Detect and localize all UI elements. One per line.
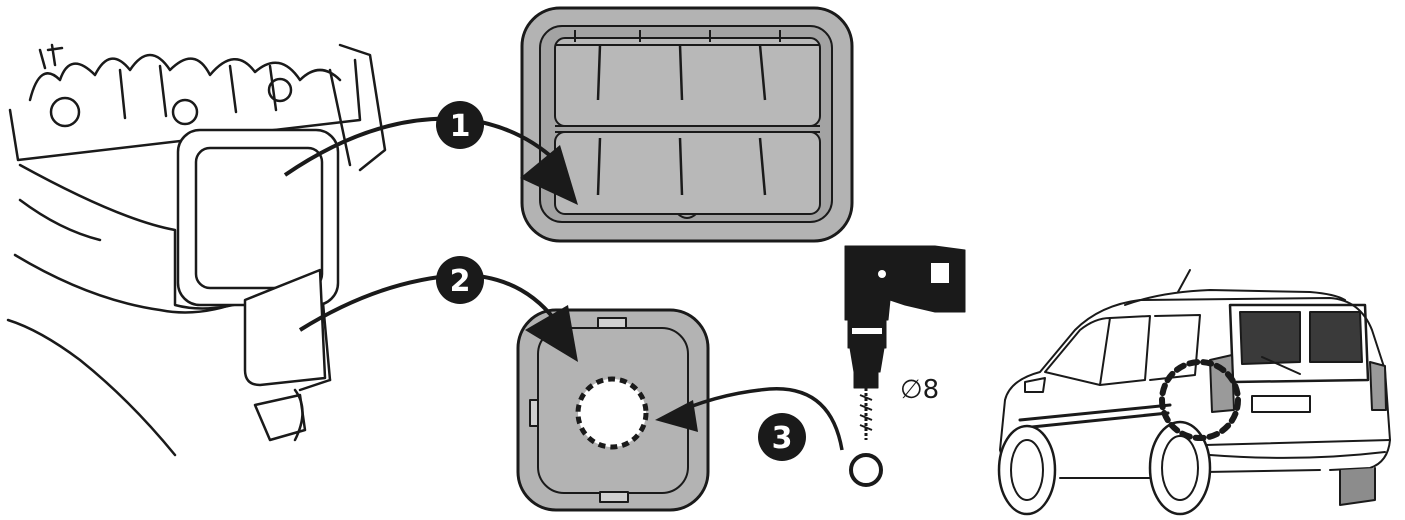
diameter-value: 8 [923, 375, 940, 405]
round-cover-icon [516, 308, 710, 512]
step-label-3: 3 [772, 421, 793, 456]
step-label-2: 2 [450, 264, 471, 299]
diameter-symbol: ∅ [900, 375, 923, 405]
hole-marker-icon [849, 453, 883, 487]
step-marker-3: 3 [758, 413, 806, 461]
bumper-detail-icon [6, 43, 387, 457]
car-rear-icon [997, 269, 1391, 516]
step-marker-2: 2 [436, 256, 484, 304]
drill-icon [844, 245, 966, 440]
grille-cover-icon [520, 6, 854, 243]
step-marker-1: 1 [436, 101, 484, 149]
step-label-1: 1 [450, 109, 471, 144]
arrow-3 [655, 387, 883, 487]
drill-size-label: ∅8 [900, 375, 939, 405]
